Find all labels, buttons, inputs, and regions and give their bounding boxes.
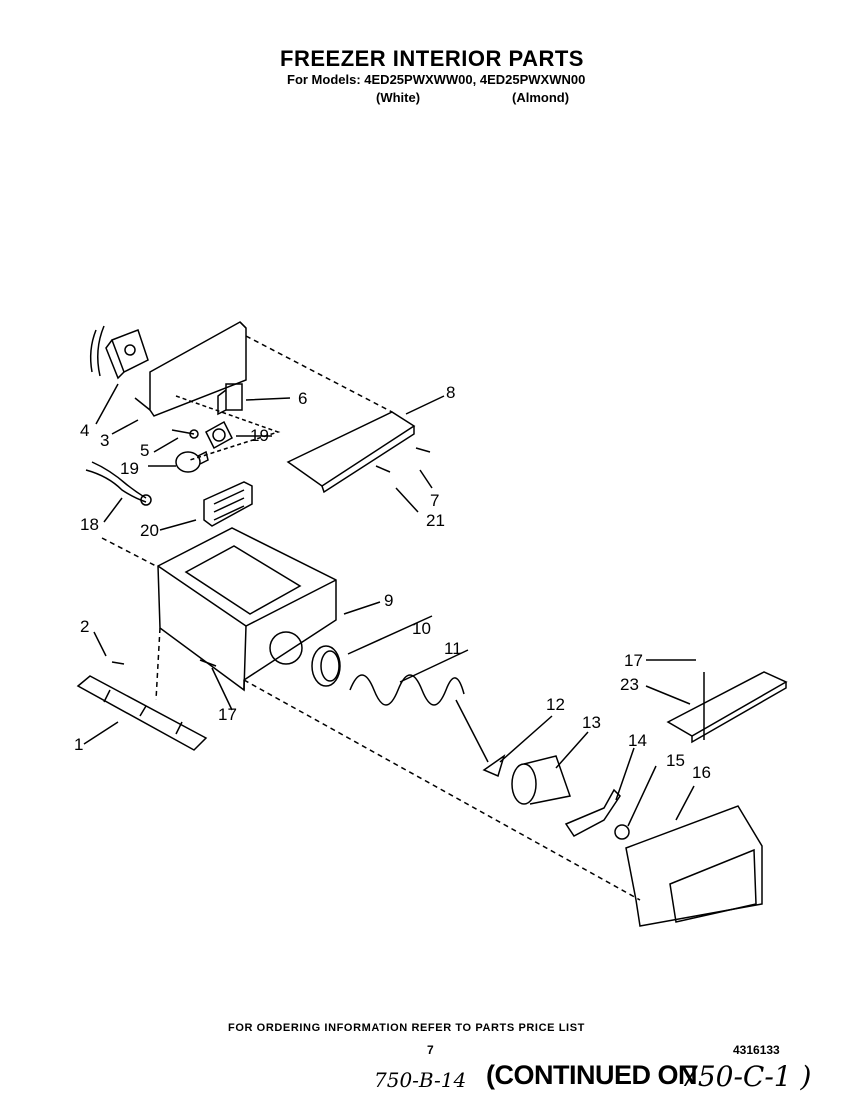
callout-16: 16 bbox=[692, 763, 711, 782]
part-screw-7 bbox=[415, 447, 431, 453]
part-bracket-14 bbox=[564, 788, 621, 837]
callout-6: 6 bbox=[298, 389, 307, 408]
color-white-label: (White) bbox=[376, 90, 421, 105]
handwritten-ref-left: 750-B-14 bbox=[374, 1068, 467, 1092]
callout-4: 4 bbox=[80, 421, 89, 440]
callout-10: 10 bbox=[412, 619, 431, 638]
continued-on-label: (CONTINUED ON bbox=[486, 1060, 698, 1090]
callout-5: 5 bbox=[140, 441, 149, 460]
part-blade bbox=[482, 754, 506, 778]
part-cover bbox=[286, 411, 416, 494]
callout-23: 23 bbox=[620, 675, 639, 694]
part-bulb bbox=[175, 450, 209, 473]
page-title: FREEZER INTERIOR PARTS bbox=[280, 46, 584, 71]
part-auger-coil bbox=[349, 674, 489, 763]
callout-12: 12 bbox=[546, 695, 565, 714]
callout-14: 14 bbox=[628, 731, 647, 750]
page-number: 7 bbox=[427, 1043, 434, 1057]
part-ring bbox=[311, 645, 341, 687]
part-lamp-socket bbox=[205, 420, 233, 450]
models-line: For Models: 4ED25PWXWW00, 4ED25PWXWN00 bbox=[287, 72, 586, 87]
callout-20: 19 bbox=[120, 459, 139, 478]
part-screw-5 bbox=[171, 429, 199, 439]
callout-11: 11 bbox=[444, 639, 462, 658]
callout-7: 7 bbox=[430, 491, 439, 510]
callout-13: 13 bbox=[582, 713, 601, 732]
color-almond-label: (Almond) bbox=[512, 90, 570, 105]
callout-2: 2 bbox=[80, 617, 89, 636]
part-chute bbox=[625, 805, 763, 927]
callout-1: 1 bbox=[74, 735, 83, 754]
part-switch bbox=[217, 383, 243, 416]
part-motor bbox=[89, 325, 149, 380]
callout-8: 8 bbox=[446, 383, 455, 402]
callout-21: 20 bbox=[140, 521, 159, 540]
handwritten-ref-right: 750-C-1 ) bbox=[680, 1060, 812, 1093]
part-ice-bin bbox=[157, 527, 337, 692]
callout-22: 21 bbox=[426, 511, 445, 530]
ordering-info: FOR ORDERING INFORMATION REFER TO PARTS … bbox=[228, 1022, 585, 1034]
document-number: 4316133 bbox=[733, 1043, 780, 1057]
part-screw-2 bbox=[111, 661, 125, 665]
callout-9: 9 bbox=[384, 591, 393, 610]
part-bracket bbox=[134, 321, 247, 417]
callout-3: 3 bbox=[100, 431, 109, 450]
part-guide bbox=[76, 675, 208, 751]
part-trim-strip bbox=[666, 671, 788, 744]
part-screw-22 bbox=[375, 465, 391, 473]
callout-17-left: 17 bbox=[218, 705, 237, 724]
part-crusher bbox=[511, 755, 571, 805]
part-screw-17 bbox=[199, 659, 217, 667]
callout-17-right: 17 bbox=[624, 651, 643, 670]
part-nut bbox=[614, 824, 630, 840]
callout-15: 15 bbox=[666, 751, 685, 770]
callout-18: 18 bbox=[80, 515, 99, 534]
callout-19: 19 bbox=[250, 426, 269, 445]
part-light-shield bbox=[203, 481, 253, 527]
part-wiring bbox=[85, 461, 152, 506]
